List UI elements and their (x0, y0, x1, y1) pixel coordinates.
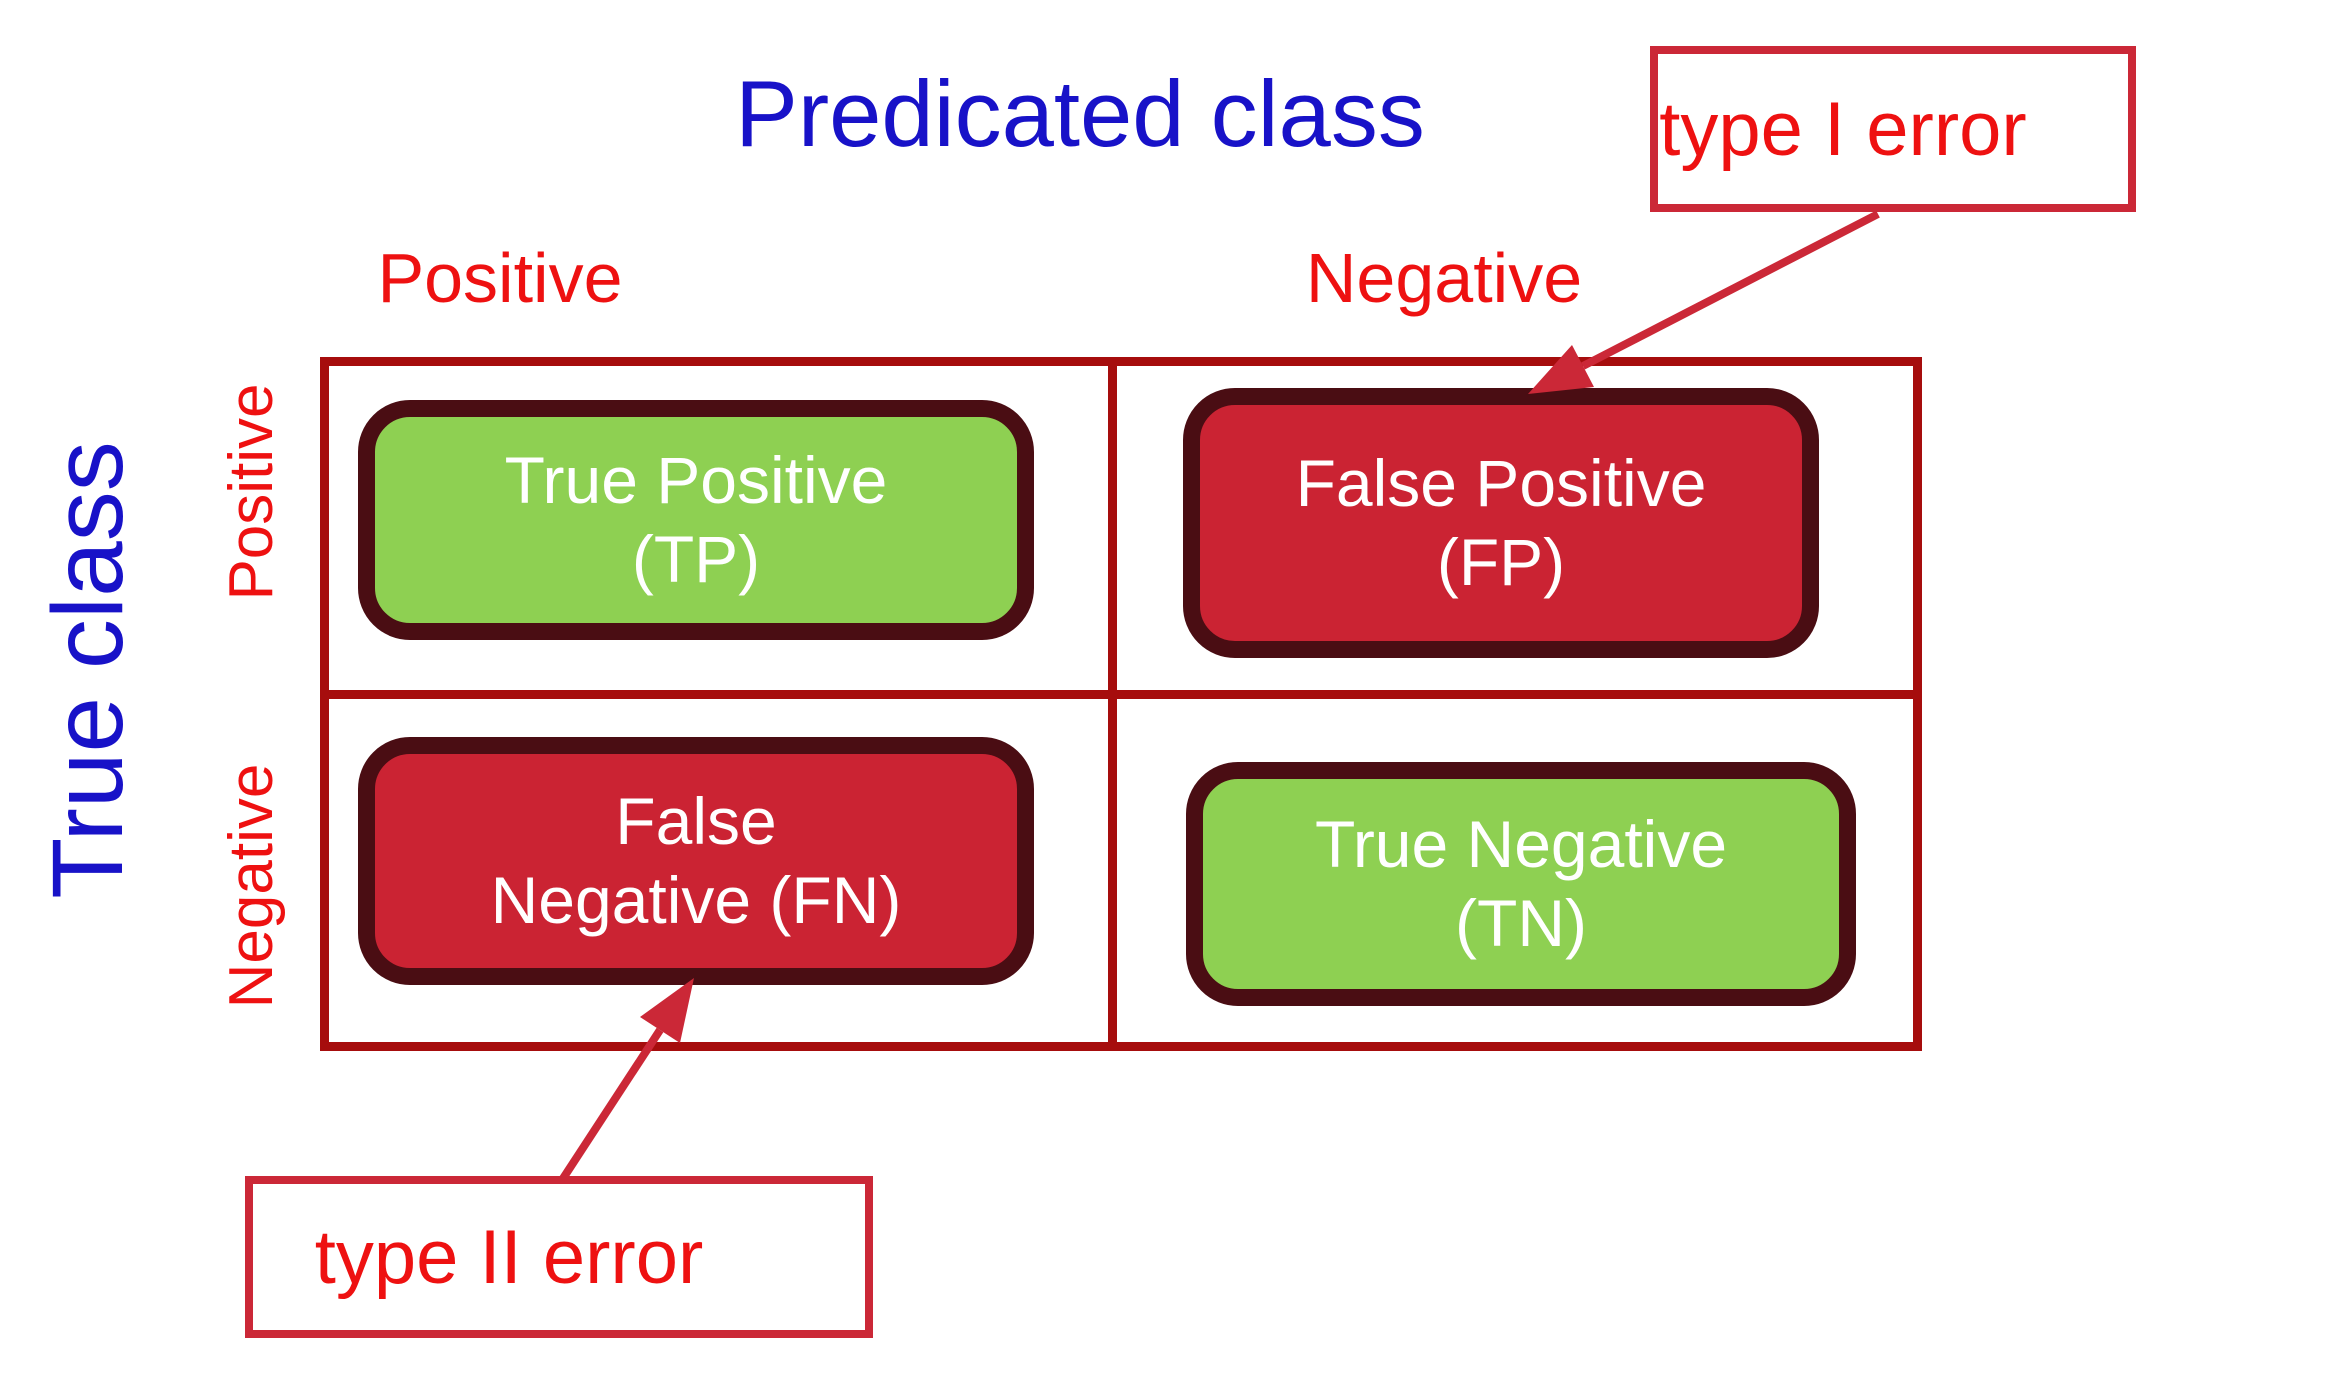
cell-true-negative-line2: (TN) (1455, 886, 1587, 960)
cell-true-negative: True Negative (TN) (1186, 762, 1856, 1006)
cell-false-negative: False Negative (FN) (358, 737, 1034, 985)
type-2-error-callout: type II error (245, 1176, 873, 1338)
predicted-class-title: Predicated class (735, 61, 1425, 166)
type-1-error-callout: type I error (1650, 46, 2136, 212)
matrix-grid (320, 357, 1922, 1051)
cell-false-positive-line2: (FP) (1436, 525, 1566, 599)
grid-horizontal-divider (329, 690, 1913, 699)
true-class-title: True class (32, 441, 144, 899)
row-label-negative: Negative (217, 763, 286, 1009)
cell-false-positive: False Positive (FP) (1183, 388, 1819, 658)
row-label-positive: Positive (217, 383, 286, 601)
column-label-positive: Positive (377, 239, 623, 317)
cell-false-negative-line2: Negative (FN) (490, 863, 902, 937)
cell-true-negative-line1: True Negative (1314, 806, 1728, 881)
cell-false-positive-line1: False Positive (1295, 445, 1707, 520)
column-label-negative: Negative (1305, 239, 1583, 317)
type-1-error-label: type I error (1659, 86, 2027, 172)
cell-true-positive-line1: True Positive (504, 442, 888, 517)
grid-vertical-divider (1108, 366, 1117, 1042)
cell-true-positive: True Positive (TP) (358, 400, 1034, 640)
cell-true-positive-line2: (TP) (631, 522, 761, 596)
cell-false-negative-line1: False (615, 783, 777, 858)
type-2-error-label: type II error (314, 1214, 704, 1300)
